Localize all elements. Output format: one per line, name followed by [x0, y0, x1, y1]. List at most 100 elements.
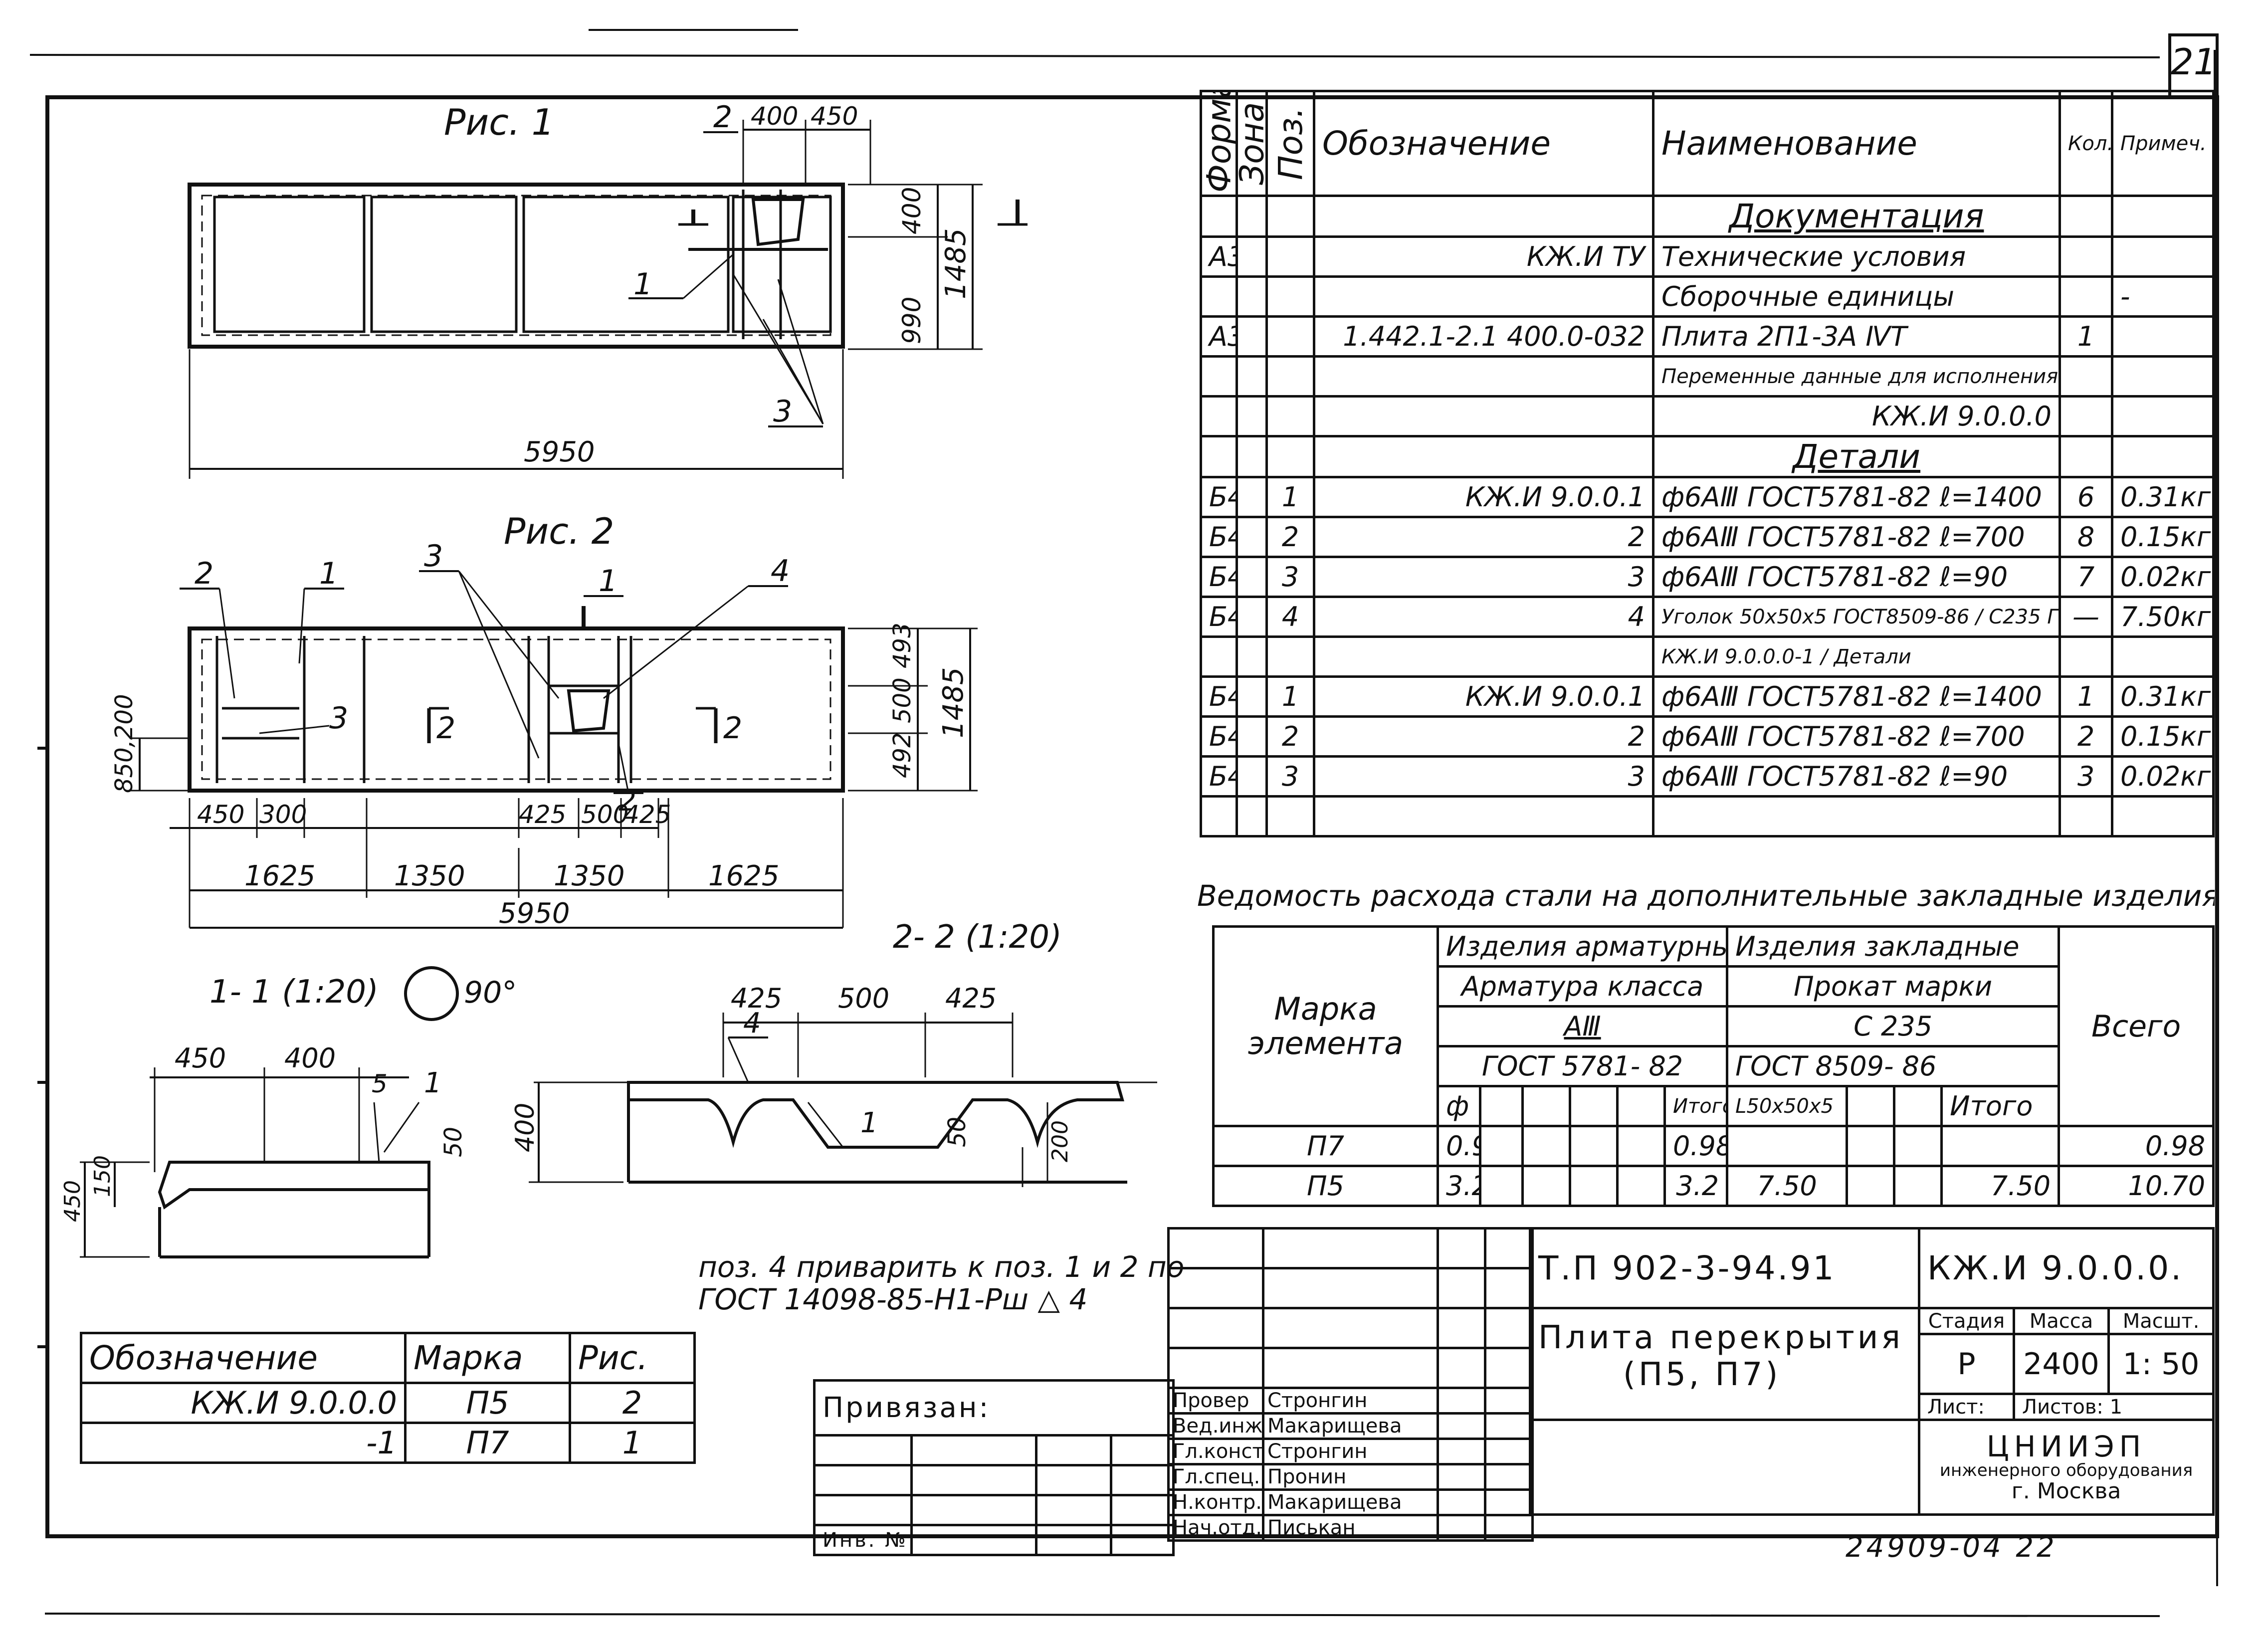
- spec-header-designation: Обозначение: [1313, 90, 1654, 197]
- doc-code: КЖ.И 9.0.0.0.: [1917, 1227, 2215, 1309]
- spec-cell-pos: [1265, 235, 1315, 278]
- section11-rotation: 90°: [464, 975, 517, 1010]
- spec-cell-zone: [1236, 715, 1268, 758]
- spec-cell-name: Детали: [1652, 435, 2061, 478]
- fig1-dim: 990: [897, 297, 926, 344]
- spec-cell-zone: [1236, 355, 1268, 398]
- spec-cell-note: [2111, 195, 2215, 238]
- fig2-dim: 1485: [937, 667, 970, 738]
- fig1-dim: 450: [811, 102, 858, 131]
- spec-cell-zone: [1236, 516, 1268, 558]
- steel-row-empty: [1893, 1125, 1943, 1167]
- spec-header-row: Формат Зона Поз. Обозначение Наименовани…: [1201, 90, 2215, 197]
- section22-dim: 200: [1047, 1120, 1073, 1162]
- steel-row-empty: [1893, 1165, 1943, 1207]
- spec-cell-pos: 1: [1265, 476, 1315, 518]
- spec-cell-note: 0.15кг: [2111, 516, 2215, 558]
- spec-cell-note: 0.31кг: [2111, 476, 2215, 518]
- fig2-dim: 450: [197, 800, 244, 829]
- section11-dim: 450: [60, 1180, 85, 1222]
- spec-cell-pos: 2: [1265, 715, 1315, 758]
- spec-cell-pos: [1265, 795, 1315, 837]
- fig1-dim: 5950: [524, 436, 595, 468]
- spec-cell-format: [1200, 195, 1238, 238]
- spec-cell-pos: 3: [1265, 755, 1315, 798]
- fig2-dim: 425: [519, 800, 566, 829]
- fig2-dim: 500: [888, 677, 916, 723]
- spec-cell-name: Уголок 50x50x5 ГОСТ8509-86 / С235 ГОСТ27…: [1652, 596, 2061, 638]
- spec-cell-qty: 7: [2059, 556, 2113, 598]
- section22-dim: 425: [945, 983, 997, 1014]
- spec-cell-pos: 3: [1265, 556, 1315, 598]
- spec-cell-zone: [1236, 635, 1268, 678]
- signature-sign: [1437, 1387, 1486, 1415]
- signature-sign: [1437, 1438, 1486, 1465]
- steel-mark-header: Марка элемента: [1212, 925, 1439, 1127]
- signature-row: Вед.инж.Макарищева: [1167, 1412, 1534, 1440]
- fig2-plan: [130, 570, 978, 929]
- spec-cell-designation: 4: [1313, 596, 1654, 638]
- signature-row: Гл.конст.Стронгин: [1167, 1438, 1534, 1465]
- steel-statement-table: Марка элемента Изделия арматурные Издели…: [1212, 925, 2215, 1207]
- fig2-dim: 1625: [244, 860, 316, 892]
- spec-cell-pos: [1265, 355, 1315, 398]
- steel-total-header: Всего: [2058, 925, 2215, 1127]
- spec-cell-note: 0.02кг: [2111, 755, 2215, 798]
- steel-sub-subtotal2: Итого: [1940, 1085, 2061, 1127]
- steel-row-empty: [1521, 1165, 1571, 1207]
- spec-cell-qty: 8: [2059, 516, 2113, 558]
- spec-cell-zone: [1236, 795, 1268, 837]
- signature-role: Гл.конст.: [1167, 1438, 1264, 1465]
- spec-cell-pos: [1265, 195, 1315, 238]
- spec-cell-qty: [2059, 435, 2113, 478]
- spec-row: КЖ.И 9.0.0.0-1 / Детали: [1200, 635, 2215, 678]
- steel-sub-angle: L50x50x5: [1726, 1085, 1849, 1127]
- signature-name: Стронгин: [1262, 1387, 1439, 1415]
- fig2-dim: 425: [623, 800, 671, 829]
- steel-row-d6: 0.98: [1437, 1125, 1481, 1167]
- marks-header-mark: Марка: [404, 1332, 571, 1384]
- spec-cell-designation: [1313, 395, 1654, 437]
- steel-row-empty: [1479, 1165, 1524, 1207]
- org-city: г. Москва: [2011, 1478, 2121, 1504]
- spec-header-qty: Кол.: [2059, 90, 2113, 197]
- fig2-dim: 500: [581, 800, 628, 829]
- marks-cell-mark: П5: [404, 1382, 571, 1424]
- fig2-callout: 3: [424, 539, 443, 574]
- spec-cell-format: Б4: [1200, 715, 1238, 758]
- mass-label: Масса: [2013, 1307, 2110, 1335]
- signature-name: Пронин: [1262, 1463, 1439, 1491]
- project-code: Т.П 902-3-94.91: [1529, 1227, 1920, 1309]
- spec-cell-pos: [1265, 275, 1315, 318]
- fig2-dim: 1625: [708, 860, 780, 892]
- section22-title: 2- 2 (1:20): [893, 919, 1062, 956]
- steel-statement-title: Ведомость расхода стали на дополнительны…: [1197, 879, 2215, 913]
- section22-dim: 425: [731, 983, 782, 1014]
- steel-row-empty: [1569, 1165, 1619, 1207]
- weld-note-line1: поз. 4 приварить к поз. 1 и 2 по: [698, 1250, 1184, 1284]
- stage-value: Р: [1918, 1333, 2015, 1395]
- spec-cell-note: [2111, 635, 2215, 678]
- spec-cell-name: ф6АⅢ ГОСТ5781-82 ℓ=90: [1652, 556, 2061, 598]
- fig2-dim: 850,200: [110, 694, 138, 794]
- org-name: ЦНИИЭП: [1986, 1430, 2146, 1464]
- spec-cell-zone: [1236, 675, 1268, 718]
- steel-row-total: 10.70: [2058, 1165, 2215, 1207]
- section11-dim: 1: [424, 1067, 442, 1099]
- steel-rebar-grade: АⅢ: [1436, 1005, 1729, 1047]
- steel-row-d6: 3.2: [1437, 1165, 1481, 1207]
- spec-cell-format: Б4: [1200, 755, 1238, 798]
- steel-rebar-gost: ГОСТ 5781- 82: [1436, 1045, 1729, 1087]
- section11-dim: 5: [372, 1069, 388, 1098]
- spec-cell-name: Документация: [1652, 195, 2061, 238]
- spec-cell-format: Б4: [1200, 476, 1238, 518]
- marks-header-designation: Обозначение: [80, 1332, 407, 1384]
- signature-name: Макарищева: [1262, 1488, 1439, 1516]
- sheet-number: 21: [2171, 41, 2217, 83]
- spec-cell-name: КЖ.И 9.0.0.0: [1652, 395, 2061, 437]
- spec-header-pos: Поз.: [1266, 91, 1314, 196]
